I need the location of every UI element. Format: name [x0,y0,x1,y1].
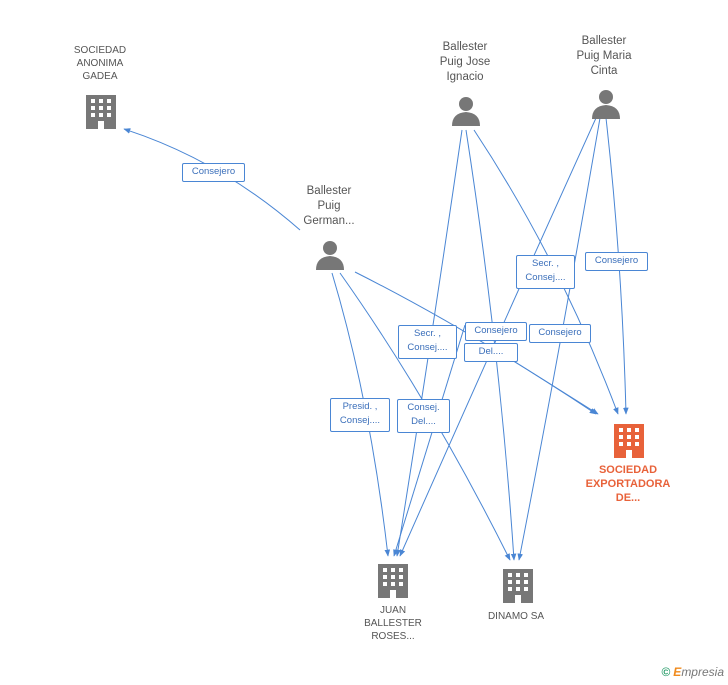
node-label-sociedad-anonima-gadea[interactable]: SOCIEDAD ANONIMA GADEA [73,45,127,82]
building-icon [86,95,116,129]
person-icon [592,90,620,119]
node-label-ballester-maria[interactable]: Ballester Puig Maria Cinta [576,35,632,77]
edge-label-german-gadea[interactable]: Consejero [182,163,245,182]
node-label-dinamo[interactable]: DINAMO SA [487,611,545,622]
node-label-sociedad-exportadora[interactable]: SOCIEDAD EXPORTADORA DE... [585,464,671,504]
edge-label-german-secr[interactable]: Secr. , Consej.... [398,325,457,359]
edge-german-to-juan-2 [393,324,466,557]
edge-exportadora-misc [511,359,599,415]
edge-label-maria-consejero[interactable]: Consejero [529,324,591,343]
node-label-ballester-jose[interactable]: Ballester Puig Jose Ignacio [439,41,491,83]
brand-initial: E [673,665,682,679]
edge-label-maria-exportadora[interactable]: Consejero [585,252,648,271]
brand-name: mpresia [681,665,724,679]
building-icon [378,564,408,598]
edge-label-jose-secr[interactable]: Secr. , Consej.... [516,255,575,289]
copyright-icon: © [661,665,671,679]
edge-label-jose-consejero[interactable]: Consejero [465,322,527,341]
person-icon [452,97,480,126]
edge-label-jose-del[interactable]: Del.... [464,343,518,362]
building-icon [614,424,644,458]
node-label-juan-ballester[interactable]: JUAN BALLESTER ROSES... [364,605,422,642]
empresia-brand: ©Empresia [661,665,724,679]
edge-label-german-presid[interactable]: Presid. , Consej.... [330,398,390,432]
edge-maria-to-dinamo [517,117,601,561]
node-label-ballester-german[interactable]: Ballester Puig German... [303,185,355,227]
edge-label-german-consej-del[interactable]: Consej. Del.... [397,399,450,433]
person-icon [316,241,344,270]
building-icon [503,569,533,603]
